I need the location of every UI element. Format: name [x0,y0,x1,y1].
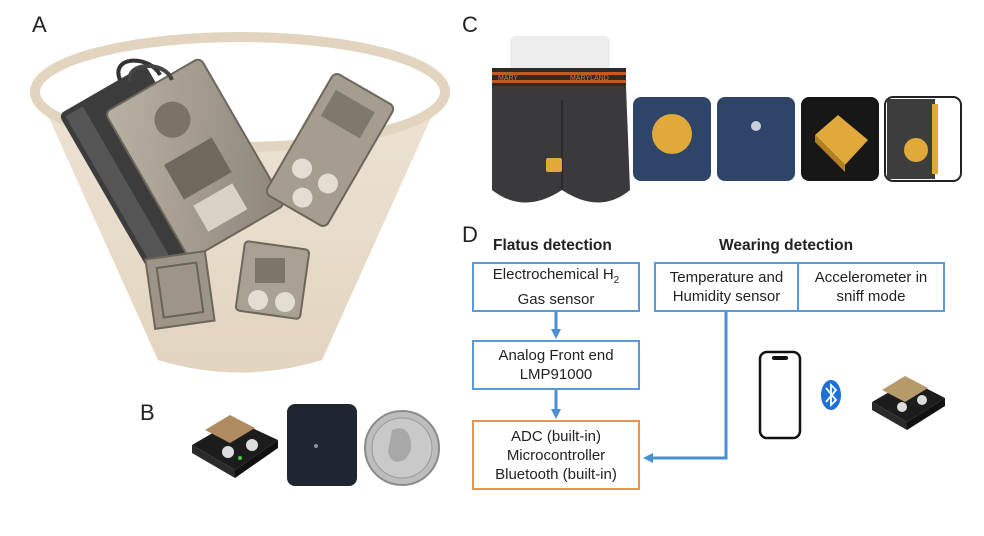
quarter-coin-photo [364,410,440,486]
wearing-detection-heading: Wearing detection [719,237,854,254]
temperature-humidity-box: Temperature and Humidity sensor [654,262,799,312]
analog-front-end-box: Analog Front end LMP91000 [472,340,640,390]
waistband-label-right: MARYLAND [570,75,609,82]
smartphone-icon [758,350,802,440]
accelerometer-box: Accelerometer in sniff mode [797,262,945,312]
panel-label-c: C [462,12,478,37]
afe-line2: LMP91000 [519,366,593,383]
h2-gas-sensor-box: Electrochemical H2 Gas sensor [472,262,640,312]
accelerometer-line2: sniff mode [836,288,906,305]
mcu-line3: Bluetooth (built-in) [495,465,617,483]
waistband-label-left: MARY [498,75,518,82]
h2-sensor-label-line2: Gas sensor [517,291,595,308]
mcu-board [106,58,284,259]
h2-subscript: 2 [613,275,620,286]
sensor-board-bottom-left [144,250,216,330]
sensor-module-photo [192,415,278,478]
flatus-detection-heading: Flatus detection [493,237,612,254]
sensor-on-underwear [546,158,562,172]
panel-label-d: D [462,222,478,247]
panel-label-a: A [32,12,47,37]
panel-label-b: B [140,400,155,425]
temp-humidity-line2: Humidity sensor [672,288,781,305]
fabric-closeup-2 [717,97,795,181]
mannequin-underwear-photo [492,36,630,203]
bluetooth-icon [821,380,841,410]
h2-sensor-label-line1: Electrochemical H [492,266,614,283]
afe-line1: Analog Front end [498,347,614,364]
sensor-board-bottom-right [234,240,311,320]
temp-humidity-line1: Temperature and [669,269,784,286]
sensor-module-photo-d [872,376,945,430]
sensor-board-right [265,73,395,227]
arrow-wearing-to-mcu [643,312,728,463]
accelerometer-line1: Accelerometer in [814,269,928,286]
mcu-line1: ADC (built-in) [510,427,601,445]
mcu-line2: Microcontroller [506,446,606,464]
fabric-cover-photo [287,404,357,486]
microcontroller-box: ADC (built-in) Microcontroller Bluetooth… [472,420,640,490]
